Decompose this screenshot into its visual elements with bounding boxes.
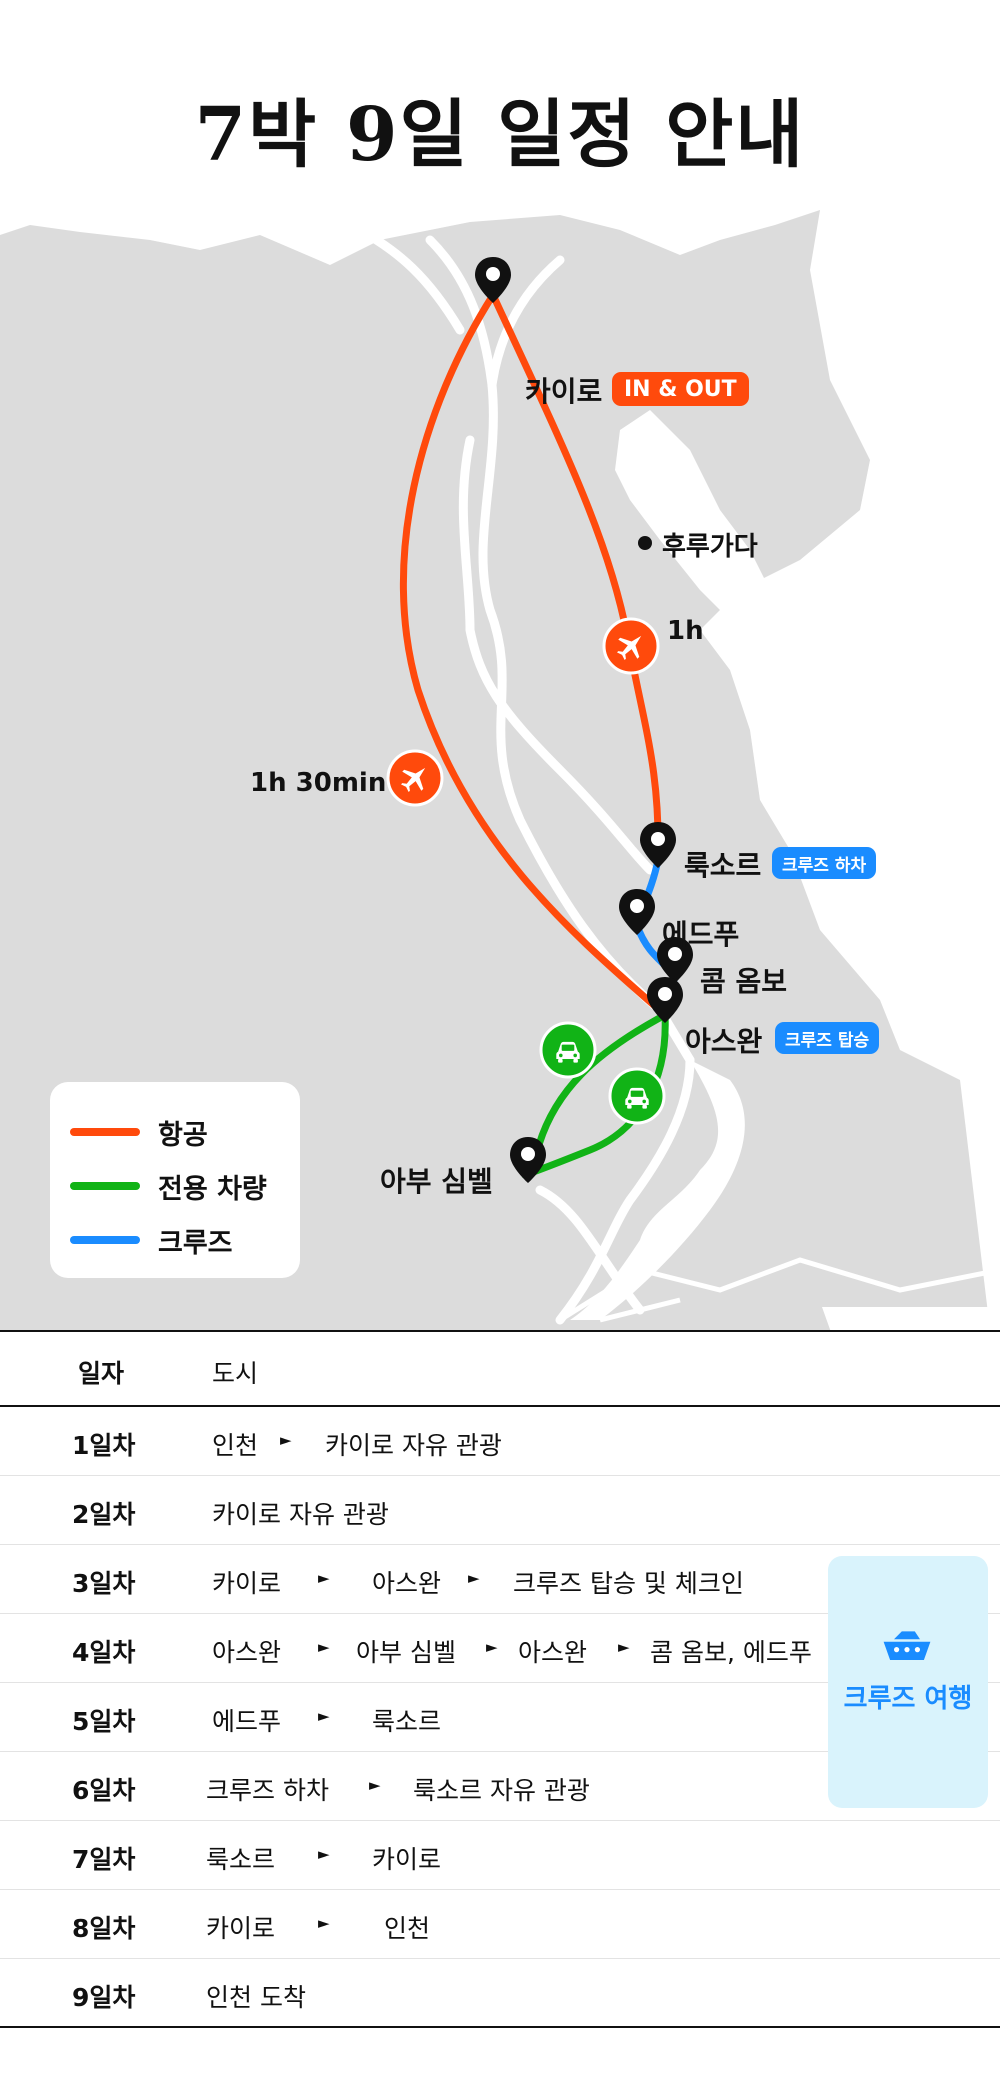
legend-item-cruise: 크루즈 (70, 1225, 233, 1259)
day-cell: 4일차 (72, 1638, 136, 1667)
place-label-aswan: 아스완 (685, 1025, 763, 1058)
city-cell: 카이로 (206, 1914, 276, 1943)
city-cell: 인천 (212, 1431, 259, 1460)
legend-item-flight: 항공 (70, 1117, 208, 1151)
arrow-right-icon: ► (618, 1638, 630, 1656)
place-label-kom-ombo: 콤 옴보 (700, 965, 788, 998)
city-cell: 카이로 (372, 1845, 442, 1874)
sea-top (0, 210, 1000, 265)
arrow-right-icon: ► (369, 1776, 381, 1794)
legend-label: 전용 차량 (158, 1173, 267, 1205)
place-label-abu-simbel: 아부 심벨 (380, 1165, 493, 1198)
table-row: 1일차 인천 카이로 자유 관광 ► (0, 1407, 1000, 1476)
car-route-east (521, 1011, 669, 1179)
city-cell: 룩소르 자유 관광 (413, 1776, 590, 1805)
car-icon (608, 1067, 666, 1125)
flight-route-cairo-luxor (489, 291, 662, 864)
table-row: 9일차 인천 도착 (0, 1959, 1000, 2028)
flight-duration-1h30: 1h 30min (250, 768, 387, 798)
day-cell: 9일차 (72, 1983, 136, 2012)
day-cell: 7일차 (72, 1845, 136, 1874)
route-map: 카이로 IN & OUT 후루가다 1h 1h 30min 룩소르 크루즈 하차… (0, 210, 1000, 1330)
city-cell: 콤 옴보, 에드푸 (650, 1638, 812, 1667)
ship-icon (822, 1307, 1000, 1330)
lake-nasser (570, 1060, 745, 1320)
city-cell: 카이로 자유 관광 (325, 1431, 502, 1460)
cruise-embark-badge: 크루즈 탑승 (775, 1022, 880, 1054)
city-cell: 인천 (384, 1914, 431, 1943)
flight-duration-1h: 1h (667, 616, 704, 646)
legend-label: 항공 (158, 1119, 208, 1151)
gulf (615, 410, 790, 660)
day-cell: 1일차 (72, 1431, 136, 1460)
in-out-badge: IN & OUT (612, 372, 749, 406)
ship-icon (883, 1631, 931, 1660)
legend-swatch (70, 1236, 140, 1244)
day-cell: 3일차 (72, 1569, 136, 1598)
hurghada-dot (638, 536, 652, 550)
place-label-luxor: 룩소르 (684, 849, 762, 882)
city-cell: 에드푸 (212, 1707, 282, 1736)
city-cell: 아스완 (372, 1569, 442, 1598)
page-title: 7박 9일 일정 안내 (194, 92, 806, 178)
legend: 항공 전용 차량 크루즈 (50, 1082, 300, 1278)
legend-label: 크루즈 (158, 1227, 233, 1259)
place-label-hurghada: 후루가다 (662, 532, 758, 562)
arrow-right-icon: ► (318, 1845, 330, 1863)
red-sea (700, 210, 1000, 1330)
city-cell: 아부 심벨 (356, 1638, 456, 1667)
day-cell: 2일차 (72, 1500, 136, 1529)
airplane-icon (602, 617, 660, 675)
cruise-disembark-label: 크루즈 하차 (782, 855, 867, 876)
legend-swatch (70, 1182, 140, 1190)
table-row: 5일차 에드푸 룩소르 ► (0, 1683, 1000, 1752)
airplane-icon (386, 749, 444, 807)
city-cell: 룩소르 (206, 1845, 276, 1874)
legend-item-car: 전용 차량 (70, 1171, 267, 1205)
table-row: 7일차 룩소르 카이로 ► (0, 1821, 1000, 1890)
route-icons (386, 617, 666, 1125)
arrow-right-icon: ► (318, 1914, 330, 1932)
map-canvas (0, 210, 1000, 1330)
table-row: 2일차 카이로 자유 관광 (0, 1476, 1000, 1545)
cruise-disembark-badge: 크루즈 하차 (772, 847, 1000, 1330)
arrow-right-icon: ► (318, 1707, 330, 1725)
legend-swatch (70, 1128, 140, 1136)
car-icon (539, 1021, 597, 1079)
city-cell: 카이로 (212, 1569, 282, 1598)
place-label-cairo: 카이로 (525, 375, 603, 408)
city-cell: 카이로 자유 관광 (212, 1500, 389, 1529)
city-cell: 크루즈 탑승 및 체크인 (513, 1569, 744, 1598)
city-cell: 룩소르 (372, 1707, 442, 1736)
ship-icon (775, 1022, 1000, 1330)
arrow-right-icon: ► (486, 1638, 498, 1656)
bottom-roads (558, 1257, 1000, 1323)
flight-route-cairo-aswan (399, 291, 669, 1019)
header-city: 도시 (212, 1359, 259, 1388)
city-cell: 아스완 (212, 1638, 282, 1667)
table-row: 6일차 크루즈 하차 룩소르 자유 관광 ► (0, 1752, 1000, 1821)
place-label-edfu: 에드푸 (662, 918, 740, 951)
table-row: 3일차 카이로 아스완 크루즈 탑승 및 체크인 ► ► (0, 1545, 1000, 1614)
table-row: 8일차 카이로 인천 ► (0, 1890, 1000, 1959)
arrow-right-icon: ► (318, 1569, 330, 1587)
day-cell: 5일차 (72, 1707, 136, 1736)
arrow-right-icon: ► (280, 1431, 292, 1449)
city-cell: 크루즈 하차 (206, 1776, 329, 1805)
table-header: 일자 도시 (0, 1330, 1000, 1407)
cruise-trip-label: 크루즈 여행 (843, 1684, 973, 1714)
cruise-embark-label: 크루즈 탑승 (785, 1030, 870, 1051)
cruise-trip-box: 크루즈 여행 (828, 1556, 988, 1808)
arrow-right-icon: ► (318, 1638, 330, 1656)
day-cell: 6일차 (72, 1776, 136, 1805)
header-day: 일자 (78, 1359, 125, 1388)
city-cell: 아스완 (518, 1638, 588, 1667)
arrow-right-icon: ► (468, 1569, 480, 1587)
table-row: 4일차 아스완 아부 심벨 아스완 콤 옴보, 에드푸 ► ► ► (0, 1614, 1000, 1683)
city-cell: 인천 도착 (206, 1983, 306, 2012)
day-cell: 8일차 (72, 1914, 136, 1943)
